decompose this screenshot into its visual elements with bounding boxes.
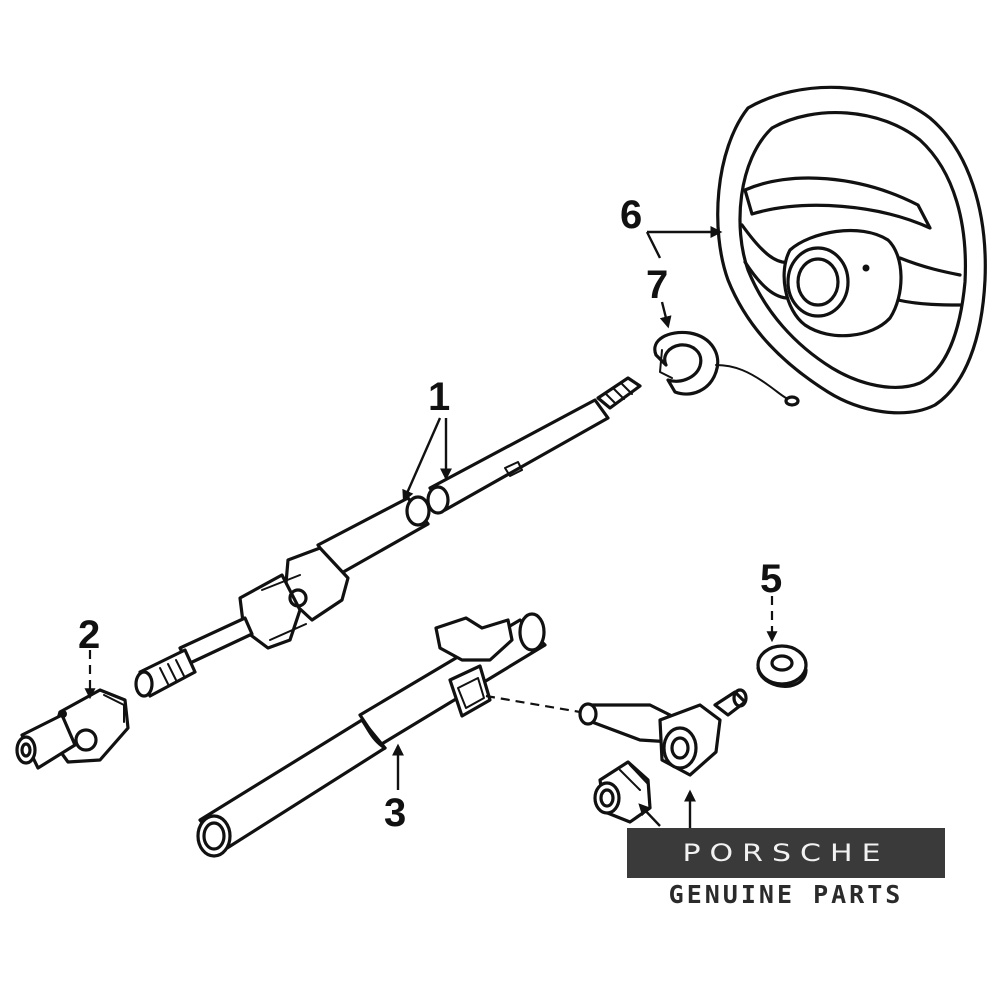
callout-2: 2 — [78, 613, 100, 657]
switch-housing — [578, 688, 748, 777]
nut — [756, 644, 808, 688]
leader-lines — [84, 226, 778, 828]
genuine-parts-tagline: GENUINE PARTS — [668, 880, 904, 909]
callout-3: 3 — [384, 791, 406, 835]
steering-column-jacket — [196, 612, 547, 858]
callout-7: 7 — [646, 263, 668, 307]
lock-cylinder — [593, 760, 652, 824]
universal-joint — [15, 688, 130, 770]
porsche-logo: PORSCHE — [627, 828, 945, 878]
callout-5: 5 — [760, 557, 782, 601]
callout-6: 6 — [620, 193, 642, 237]
callout-1: 1 — [428, 375, 450, 419]
contact-ring — [653, 330, 800, 407]
logo-wordmark: PORSCHE — [682, 839, 890, 867]
steering-shaft — [134, 376, 642, 698]
steering-wheel — [716, 85, 987, 415]
